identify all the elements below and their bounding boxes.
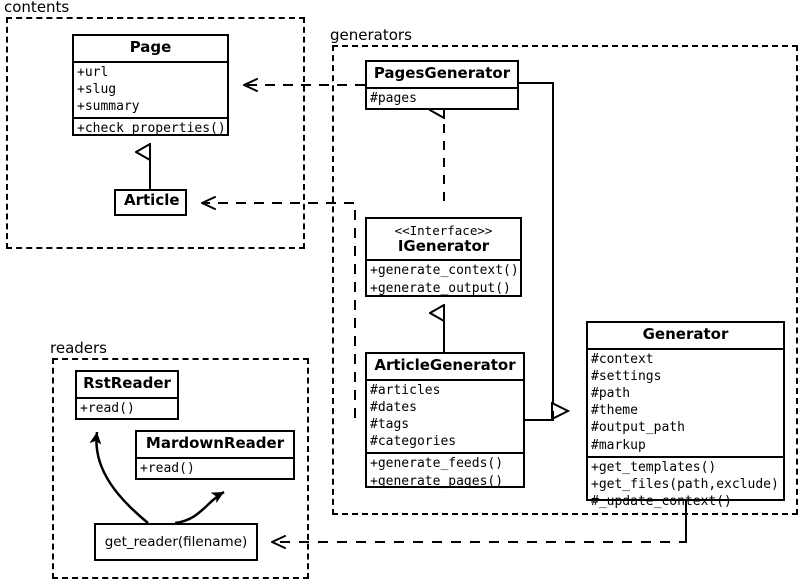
method: +generate_output(): [370, 280, 511, 296]
class-title-rst-reader: RstReader: [83, 374, 171, 392]
attribute: +summary: [77, 99, 140, 115]
class-attributes-page: +url +slug +summary: [74, 60, 227, 117]
attribute: +slug: [77, 81, 117, 97]
class-box-rst-reader[interactable]: RstReader +read(): [75, 370, 179, 420]
class-stereotype-igenerator: <<Interface>>: [394, 223, 493, 238]
method: +get_templates(): [591, 459, 717, 475]
class-box-pages-generator[interactable]: PagesGenerator #pages: [365, 60, 519, 110]
class-title-mardown-reader: MardownReader: [145, 434, 285, 452]
package-label-contents: contents: [2, 0, 72, 16]
class-methods-generator: +get_templates() +get_files(path,exclude…: [588, 455, 783, 512]
attribute: #context: [591, 351, 654, 367]
method: +generate_feeds(): [370, 456, 504, 472]
class-name-igenerator: IGenerator: [397, 236, 490, 255]
attribute: +url: [77, 64, 109, 80]
class-box-article[interactable]: Article: [114, 189, 187, 216]
class-title-igenerator: <<Interface>> IGenerator: [367, 219, 520, 259]
attribute: #theme: [591, 403, 638, 419]
class-box-mardown-reader[interactable]: MardownReader +read(): [135, 430, 295, 480]
class-attributes-article-generator: #articles #dates #tags #categories: [367, 378, 523, 453]
class-methods-mardown-reader: +read(): [137, 456, 293, 479]
method: +get_files(path,exclude): [591, 476, 779, 492]
attribute: #categories: [370, 434, 457, 450]
class-methods-igenerator: +generate_context() +generate_output(): [367, 259, 520, 298]
attribute: #pages: [370, 90, 417, 106]
method: +read(): [80, 400, 135, 416]
class-attributes-pages-generator: #pages: [367, 86, 517, 109]
function-box-get-reader[interactable]: get_reader(filename): [94, 523, 258, 561]
method: +generate_context(): [370, 263, 519, 279]
attribute: #output_path: [591, 420, 685, 436]
class-box-generator[interactable]: Generator #context #settings #path #them…: [586, 321, 785, 509]
function-label-get-reader: get_reader(filename): [104, 534, 248, 550]
method: +read(): [140, 460, 195, 476]
class-title-generator: Generator: [642, 325, 729, 343]
attribute: #articles: [370, 382, 441, 398]
attribute: #markup: [591, 437, 646, 453]
attribute: #path: [591, 386, 631, 402]
class-title-article: Article: [124, 191, 180, 209]
package-frame-readers: [52, 358, 309, 579]
attribute: #settings: [591, 368, 662, 384]
class-box-article-generator[interactable]: ArticleGenerator #articles #dates #tags …: [365, 352, 525, 491]
package-label-readers: readers: [48, 339, 109, 357]
class-title-pages-generator: PagesGenerator: [373, 64, 511, 82]
class-methods-page: +check_properties(): [74, 117, 227, 139]
method: #_update_context(): [591, 494, 732, 509]
class-title-page: Page: [129, 38, 172, 56]
method: +check_properties(): [77, 121, 226, 137]
method: +generate_pages(): [370, 473, 504, 489]
class-title-article-generator: ArticleGenerator: [374, 356, 516, 374]
class-attributes-generator: #context #settings #path #theme #output_…: [588, 347, 783, 456]
package-label-generators: generators: [328, 26, 414, 44]
class-methods-article-generator: +generate_feeds() +generate_pages(): [367, 452, 523, 491]
attribute: #dates: [370, 399, 417, 415]
attribute: #tags: [370, 417, 410, 433]
package-frame-contents: [6, 17, 305, 249]
class-box-igenerator[interactable]: <<Interface>> IGenerator +generate_conte…: [365, 217, 522, 297]
class-box-page[interactable]: Page +url +slug +summary +check_properti…: [72, 34, 229, 136]
class-methods-rst-reader: +read(): [77, 396, 177, 419]
